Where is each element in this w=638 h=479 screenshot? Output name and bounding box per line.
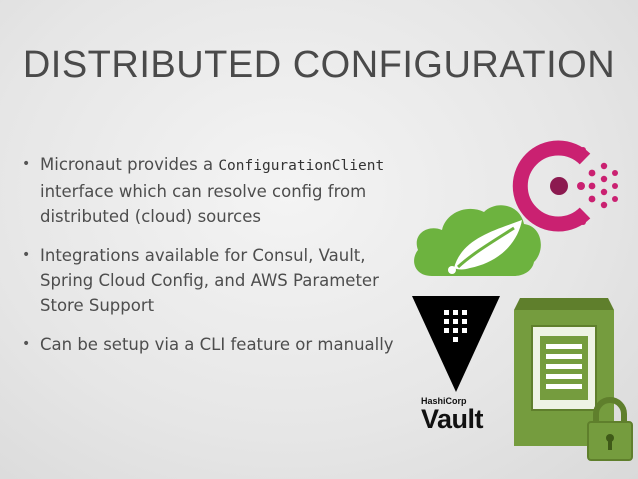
bullet-text: Integrations available for Consul, Vault…	[40, 246, 379, 315]
vault-brand-label: HashiCorp	[421, 396, 467, 406]
bullet-micronaut: • Micronaut provides a ConfigurationClie…	[22, 152, 412, 229]
bullet-dot: •	[22, 336, 31, 352]
bullet-dot: •	[22, 247, 31, 263]
aws-parameter-store-icon	[514, 298, 633, 461]
vault-logo-icon	[412, 296, 500, 392]
bullet-dot: •	[22, 156, 31, 172]
code-configuration-client: ConfigurationClient	[218, 158, 385, 174]
spring-logo-icon	[414, 205, 541, 276]
slide-title: DISTRIBUTED CONFIGURATION	[22, 44, 616, 86]
vault-wordmark: HashiCorp Vault	[421, 396, 501, 433]
bullet-setup: • Can be setup via a CLI feature or manu…	[22, 332, 412, 357]
consul-logo-icon	[512, 140, 618, 232]
bullet-text: interface which can resolve config from …	[40, 182, 367, 226]
bullet-list: • Micronaut provides a ConfigurationClie…	[22, 152, 412, 371]
bullet-text: Micronaut provides a	[40, 155, 219, 174]
bullet-integrations: • Integrations available for Consul, Vau…	[22, 243, 412, 318]
vault-word-label: Vault	[421, 404, 484, 434]
bullet-text: Can be setup via a CLI feature or manual…	[40, 335, 394, 354]
